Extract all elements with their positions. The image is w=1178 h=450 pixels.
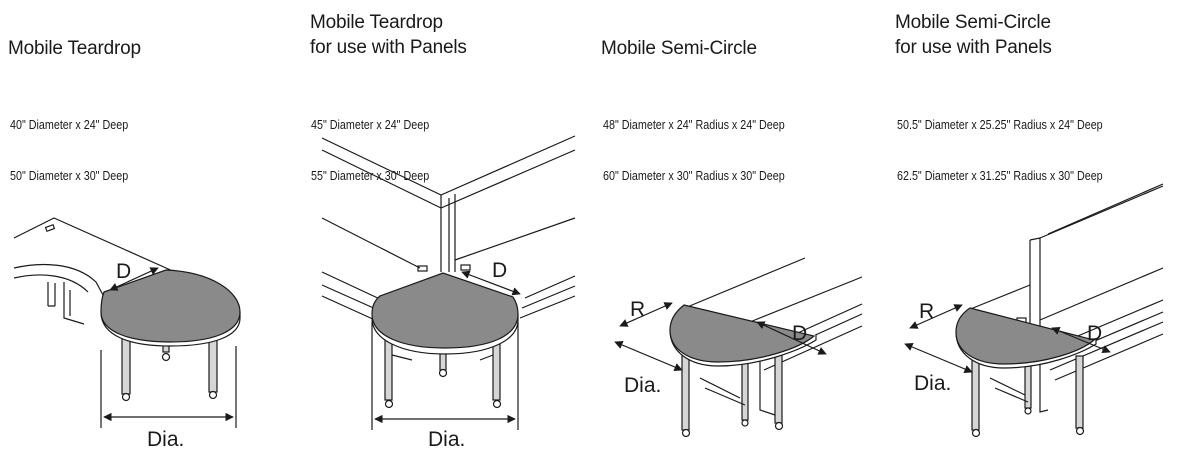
- title-line: Mobile Teardrop: [310, 12, 443, 33]
- table-leg: [1075, 355, 1084, 429]
- desk-leg: [699, 360, 776, 416]
- caster: [492, 399, 502, 409]
- diameter-arrow: [904, 343, 973, 373]
- caster: [121, 392, 131, 402]
- table-leg: [681, 349, 690, 431]
- grommet: [460, 264, 471, 271]
- depth-arrow: [109, 267, 159, 291]
- panel-top-edge: [1047, 183, 1164, 235]
- semicircle-panels-illustration: [904, 183, 1164, 438]
- semicircle-illustration: [614, 257, 863, 438]
- product-title: Mobile Teardrop for use with Panels: [310, 10, 467, 60]
- table-leg: [492, 337, 501, 401]
- teardrop-panels-illustration: [321, 135, 576, 430]
- desk-surface-back: [679, 257, 863, 327]
- radius-arrow: [619, 302, 673, 327]
- dimension-line: 50" Diameter x 30" Deep: [10, 169, 129, 183]
- dimension-line: 50.5" Diameter x 25.25" Radius x 24" Dee…: [897, 118, 1103, 132]
- product-title: Mobile Semi-Circle for use with Panels: [895, 10, 1052, 60]
- desk-surface-front-edge: [13, 263, 104, 296]
- caster: [741, 419, 749, 427]
- dimension-line: 60" Diameter x 30" Radius x 30" Deep: [603, 169, 785, 183]
- dimension-list: 45" Diameter x 24" Deep 55" Diameter x 3…: [311, 83, 429, 219]
- dimension-line: 48" Diameter x 24" Radius x 24" Deep: [603, 118, 785, 132]
- depth-label: D: [116, 260, 131, 283]
- title-line: Mobile Semi-Circle: [895, 12, 1051, 33]
- desk-leg: [47, 282, 85, 325]
- work-surface-front: [321, 271, 383, 321]
- dimension-list: 48" Diameter x 24" Radius x 24" Deep 60"…: [603, 83, 785, 219]
- caster: [161, 352, 171, 362]
- caster: [1024, 407, 1032, 415]
- product-title: Mobile Semi-Circle: [601, 36, 757, 61]
- work-surface-front: [519, 275, 576, 319]
- diameter-label: Dia.: [428, 428, 465, 450]
- panel-post: [440, 194, 456, 272]
- table-leg: [774, 354, 783, 424]
- caster: [438, 368, 448, 378]
- title-line: Mobile Teardrop: [8, 38, 141, 59]
- desk-surface-back-edge: [13, 217, 176, 273]
- table-brace: [391, 354, 494, 361]
- caster: [971, 428, 981, 438]
- depth-arrow: [756, 321, 827, 355]
- desk-surface-back: [967, 267, 1164, 321]
- radius-arrow: [909, 304, 963, 329]
- table-leg: [384, 337, 393, 401]
- diameter-label: Dia.: [147, 428, 184, 450]
- caster: [681, 428, 691, 438]
- dimension-line: 45" Diameter x 24" Deep: [311, 118, 430, 132]
- title-line: for use with Panels: [310, 37, 467, 58]
- teardrop-illustration: [13, 217, 241, 428]
- dimension-list: 50.5" Diameter x 25.25" Radius x 24" Dee…: [897, 83, 1103, 219]
- caster: [774, 421, 784, 431]
- diameter-label: Dia.: [624, 374, 661, 397]
- diameter-arrow: [614, 341, 683, 371]
- diameter-label: Dia.: [914, 372, 951, 395]
- grommet: [44, 223, 56, 233]
- title-line: for use with Panels: [895, 37, 1052, 58]
- desk-leg: [989, 377, 1029, 403]
- caster: [384, 399, 394, 409]
- dimension-line: 55" Diameter x 30" Deep: [311, 169, 430, 183]
- depth-arrow: [1051, 327, 1111, 353]
- dimension-list: 40" Diameter x 24" Deep 50" Diameter x 3…: [10, 83, 128, 219]
- radius-label: R: [630, 298, 645, 321]
- table-leg: [741, 359, 749, 421]
- panel-top-edge: [321, 135, 576, 196]
- caster: [1075, 426, 1085, 436]
- product-title: Mobile Teardrop: [8, 36, 141, 61]
- table-leg: [971, 353, 980, 431]
- depth-label: D: [1087, 322, 1102, 345]
- work-surface-back: [321, 217, 576, 269]
- depth-label: D: [792, 322, 807, 345]
- grommet: [417, 265, 428, 272]
- depth-label: D: [492, 259, 507, 282]
- dimension-line: 62.5" Diameter x 31.25" Radius x 30" Dee…: [897, 169, 1103, 183]
- tabletop: [371, 272, 519, 349]
- dimension-line: 40" Diameter x 24" Deep: [10, 118, 129, 132]
- caster: [208, 390, 218, 400]
- panel: [1029, 185, 1164, 413]
- depth-arrow: [461, 270, 521, 296]
- title-line: Mobile Semi-Circle: [601, 38, 757, 59]
- desk-surface-edge-thickness: [13, 274, 89, 293]
- radius-label: R: [919, 300, 934, 323]
